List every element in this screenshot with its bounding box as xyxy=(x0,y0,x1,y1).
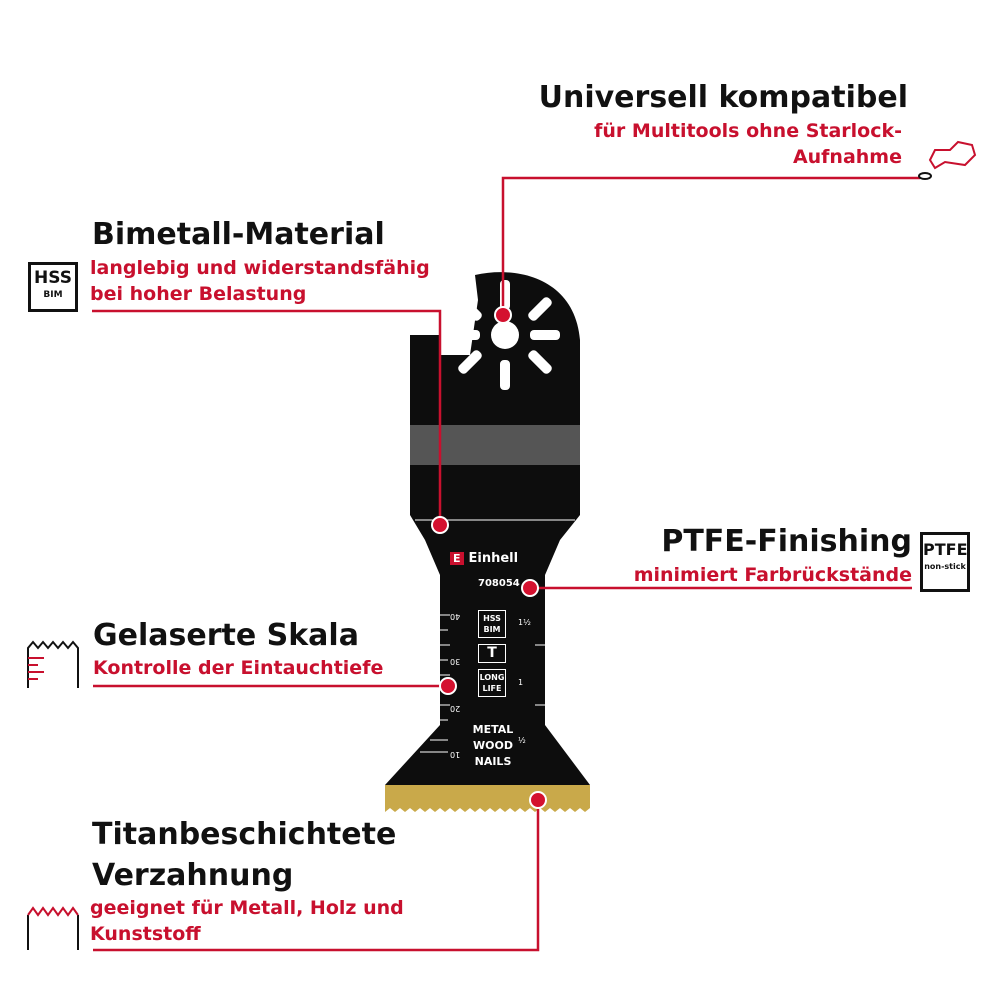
feature-desc-bimetal-1: langlebig und widerstandsfähig xyxy=(90,257,430,279)
badge-hss-bim: HSS BIM xyxy=(478,610,506,638)
model-number: 708054 xyxy=(478,578,520,589)
scale-label: 1 xyxy=(518,678,524,687)
blade-badges: HSS BIM T LONG LIFE xyxy=(478,610,506,697)
material-wood: WOOD xyxy=(473,739,513,752)
material-nails: NAILS xyxy=(474,755,512,768)
teeth-icon xyxy=(27,906,79,950)
blade-band xyxy=(410,425,580,465)
feature-title-teeth-1: Titanbeschichtete xyxy=(92,817,397,852)
scale-label: ½ xyxy=(518,736,526,745)
blade-materials: METAL WOOD NAILS xyxy=(468,722,518,770)
icon-label: HSS xyxy=(34,268,72,288)
feature-desc-compatibility-1: für Multitools ohne Starlock- xyxy=(594,120,902,142)
feature-desc-compatibility-2: Aufnahme xyxy=(792,146,902,168)
material-metal: METAL xyxy=(472,723,514,736)
scale-label: 20 xyxy=(450,704,461,713)
feature-desc-bimetal-2: bei hoher Belastung xyxy=(90,283,307,305)
ptfe-icon: PTFE non-stick xyxy=(920,532,970,592)
feature-title-compatibility: Universell kompatibel xyxy=(538,80,908,115)
feature-title-ptfe: PTFE-Finishing xyxy=(661,524,912,559)
icon-label: non-stick xyxy=(924,562,966,571)
badge-long-life: LONG LIFE xyxy=(478,669,506,697)
feature-title-bimetal: Bimetall-Material xyxy=(92,217,385,252)
feature-title-scale: Gelaserte Skala xyxy=(93,618,359,653)
icon-label: PTFE xyxy=(923,540,968,559)
brand-name: Einhell xyxy=(468,550,519,566)
multitool-icon xyxy=(918,140,977,180)
scale-label: 10 xyxy=(450,750,461,759)
titanium-teeth xyxy=(385,785,590,812)
feature-desc-scale: Kontrolle der Eintauchtiefe xyxy=(93,657,384,679)
callout-dots xyxy=(431,306,547,809)
scale-label: 30 xyxy=(450,657,461,666)
scale-label: 40 xyxy=(450,612,461,621)
blade-body xyxy=(385,272,590,785)
badge-titan: T xyxy=(478,644,506,663)
feature-desc-teeth-1: geeignet für Metall, Holz und xyxy=(90,897,404,919)
feature-desc-teeth-2: Kunststoff xyxy=(90,923,201,945)
star-mount xyxy=(450,280,560,390)
brand-logo: E Einhell xyxy=(450,550,540,566)
scale-icon xyxy=(27,640,79,688)
scale-label: 1½ xyxy=(518,618,531,627)
callout-lines xyxy=(92,176,920,952)
feature-desc-ptfe: minimiert Farbrückstände xyxy=(633,564,912,586)
icon-label: BIM xyxy=(43,290,63,300)
hss-bim-icon: HSS BIM xyxy=(28,262,78,312)
feature-title-teeth-2: Verzahnung xyxy=(92,858,294,893)
